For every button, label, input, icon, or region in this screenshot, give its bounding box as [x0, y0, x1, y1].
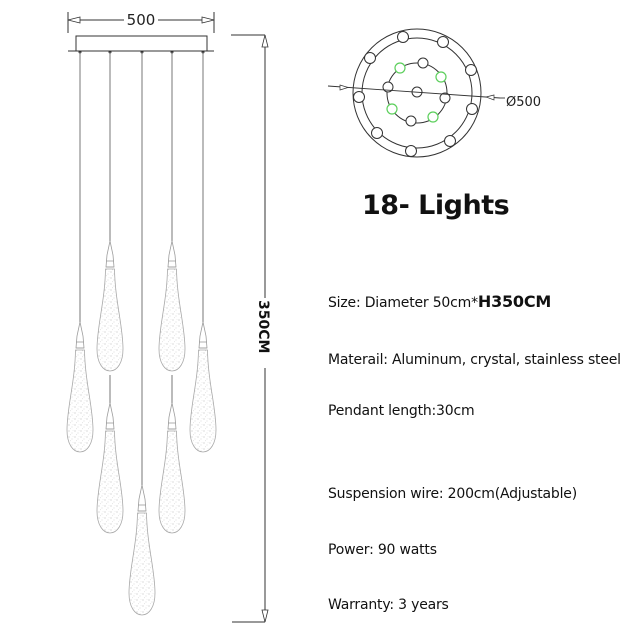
spec-size-value: H350CM — [477, 292, 552, 311]
pendant-drop — [189, 321, 217, 453]
top-view-diagram — [327, 28, 505, 158]
spec-size: Size: Diameter 50cm*H350CM — [328, 292, 551, 311]
pendant-drop — [158, 240, 186, 372]
pendant-drop — [128, 484, 156, 616]
spec-power: Power: 90 watts — [328, 542, 437, 558]
spec-pendant-length: Pendant length:30cm — [328, 403, 475, 419]
width-dimension: 500 — [67, 11, 215, 33]
width-label: 500 — [127, 11, 156, 29]
light-count-title: 18- Lights — [362, 190, 510, 221]
spec-size-label: Size: Diameter 50cm* — [328, 295, 478, 311]
pendant-drop — [96, 240, 124, 372]
pendant-drop — [158, 402, 186, 534]
canopy — [68, 35, 214, 54]
pendant-drop — [66, 321, 94, 453]
suspension-wires — [79, 52, 204, 485]
spec-warranty: Warranty: 3 years — [328, 597, 449, 613]
spec-material: Materail: Aluminum, crystal, stainless s… — [328, 352, 621, 368]
height-dimension: 350CM — [231, 34, 271, 623]
spec-suspension-wire: Suspension wire: 200cm(Adjustable) — [328, 486, 577, 502]
pendant-drop — [96, 402, 124, 534]
height-label: 350CM — [255, 300, 271, 353]
diameter-label: Ø500 — [506, 95, 541, 110]
